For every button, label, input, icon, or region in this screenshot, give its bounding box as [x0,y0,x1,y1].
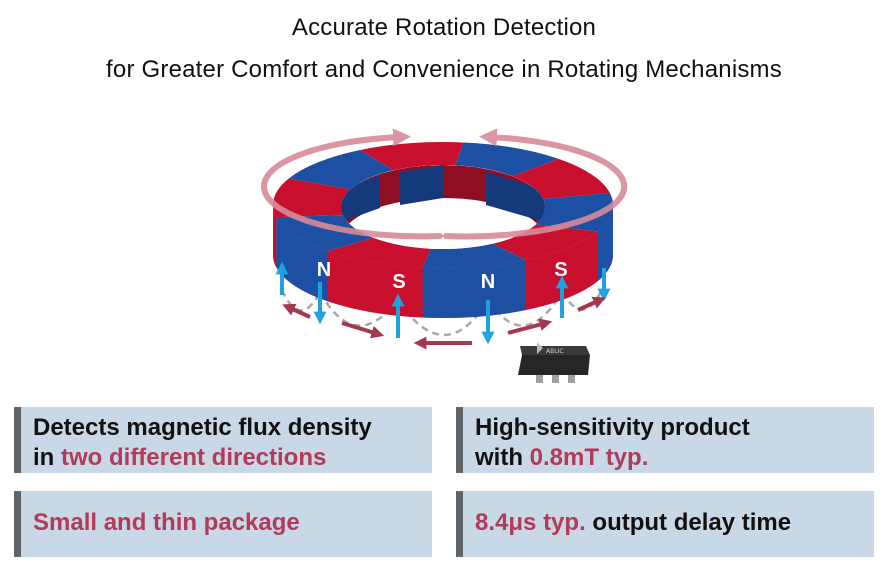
magnet-segment-blue [276,215,374,252]
feature-highlight: 0.8mT typ. [529,444,649,471]
ic-chip-icon: ABLIC [518,342,590,383]
pole-label: N [317,259,331,281]
magnet-segment-blue [422,243,526,268]
magnet-segment-red [273,178,351,218]
magnet-segment-blue [535,192,614,232]
feature-text: in [33,444,61,471]
magnet-ring-diagram: N S N S ABLIC [260,128,628,383]
title-line-1: Accurate Rotation Detection [291,14,597,41]
feature-package: Small and thin package [14,491,432,557]
pole-label: S [554,259,567,281]
magnet-segment-red [512,158,610,199]
magnet-side-red [525,231,598,311]
flux-arrow-icon [275,261,611,345]
feature-highlight: 8.4μs typ. [475,509,586,536]
magnet-segment-blue [455,142,559,177]
feature-highlight: two different directions [61,444,327,471]
magnet-segment-red [360,142,464,171]
ring-inner-wall [341,165,545,240]
rotation-arrow-icon [260,128,628,240]
magnet-ring-side-segments [273,205,613,318]
field-arrow-icon [282,296,606,350]
magnet-side-red [273,205,277,268]
feature-delay-time: 8.4μs typ. output delay time [456,491,874,557]
magnet-segment-red [492,224,598,261]
feature-text: with [475,444,530,471]
magnet-ring-top [273,142,614,268]
magnet-side-blue [276,217,328,302]
pole-label: N [481,271,495,293]
feature-highlight: Small and thin package [33,509,300,536]
pole-label: S [392,271,405,293]
feature-sensitivity: High-sensitivity product with 0.8mT typ. [456,407,874,473]
feature-flux-directions: Detects magnetic flux density in two dif… [14,407,432,473]
magnet-side-blue [597,205,613,282]
magnet-side-blue [422,260,526,318]
title-line-2: for Greater Comfort and Convenience in R… [106,56,782,83]
pole-labels: N S N S [317,259,568,293]
feature-text: output delay time [585,509,792,536]
feature-text-line2: with 0.8mT typ. [475,443,874,473]
magnet-segment-red [327,237,431,268]
feature-text-line2: in two different directions [33,443,432,473]
chip-label: ABLIC [546,348,564,355]
magnet-segment-blue [288,149,394,190]
feature-text: Detects magnetic flux density [33,414,372,441]
feature-text: High-sensitivity product [475,414,750,441]
